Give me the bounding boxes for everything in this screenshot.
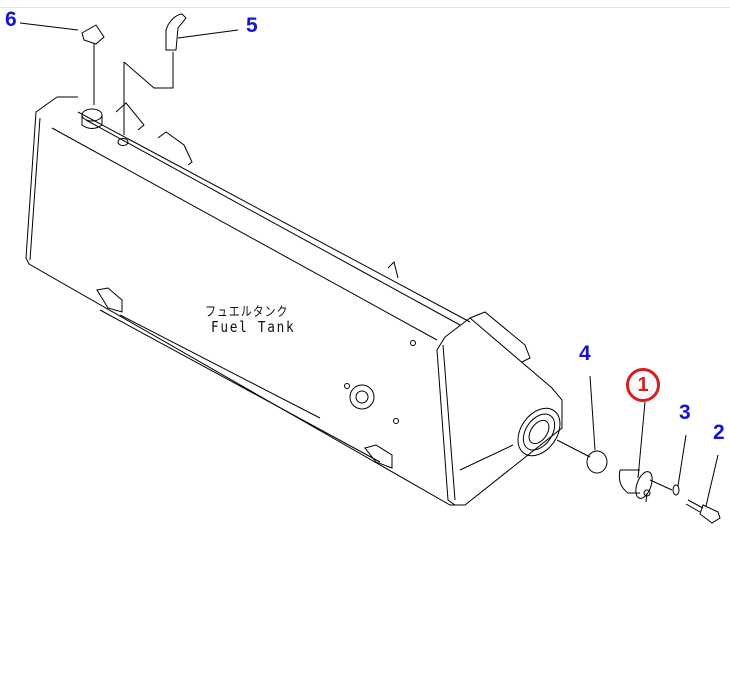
top-divider [0, 7, 730, 8]
callout-4[interactable]: 4 [579, 342, 591, 365]
part-1-gauge [618, 401, 673, 503]
tank-body [25, 96, 471, 506]
callout-6[interactable]: 6 [5, 8, 17, 31]
callout-1-highlighted[interactable]: 1 [626, 368, 660, 402]
filler-neck [81, 102, 416, 469]
callout-2[interactable]: 2 [713, 421, 725, 444]
callout-3[interactable]: 3 [679, 401, 691, 424]
tank-end-panel [436, 311, 563, 506]
part-5-fitting [123, 13, 239, 135]
callout-5[interactable]: 5 [246, 14, 258, 37]
part-4-seal [586, 375, 608, 474]
tank-label-jp: フュエルタンク [205, 305, 289, 320]
part-2-bolt [685, 454, 721, 524]
part-6-cap [19, 22, 105, 105]
tank-label-en: Fuel Tank [211, 318, 296, 336]
part-3-washer [672, 434, 687, 496]
gauge-port [517, 407, 591, 458]
